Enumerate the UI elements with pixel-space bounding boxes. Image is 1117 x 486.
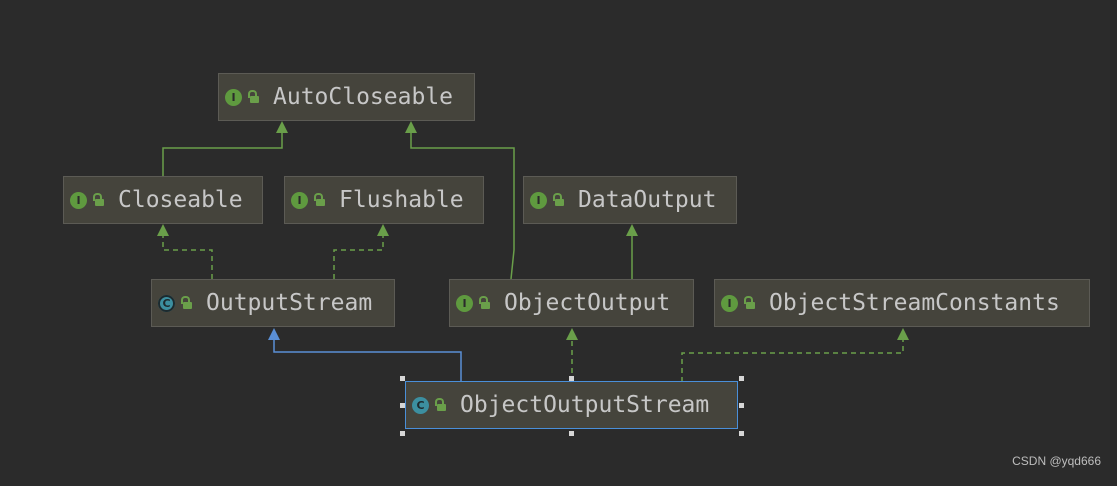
arrow-flushable bbox=[377, 224, 389, 236]
selection-handle-top-right[interactable] bbox=[739, 376, 744, 381]
public-lock-icon bbox=[434, 397, 448, 413]
watermark: CSDN @yqd666 bbox=[1012, 454, 1101, 468]
arrow-outputstream bbox=[268, 328, 280, 340]
public-lock-icon bbox=[743, 295, 757, 311]
selection-handle-top-left[interactable] bbox=[400, 376, 405, 381]
node-objectoutputstream[interactable]: C ObjectOutputStream bbox=[405, 381, 738, 429]
selection-handle-middle-right[interactable] bbox=[739, 403, 744, 408]
node-label: ObjectOutput bbox=[504, 290, 671, 316]
node-label: DataOutput bbox=[578, 187, 717, 213]
edge-objectoutput-autocloseable bbox=[410, 132, 515, 280]
abstract-class-icon: C bbox=[158, 294, 175, 312]
node-label: Flushable bbox=[339, 187, 464, 213]
public-lock-icon bbox=[552, 192, 566, 208]
edge-outputstream-closeable bbox=[162, 235, 213, 279]
edge-outputstream-flushable bbox=[333, 235, 384, 279]
node-outputstream[interactable]: C OutputStream bbox=[151, 279, 395, 327]
node-label: AutoCloseable bbox=[273, 84, 454, 110]
edge-closeable-autocloseable bbox=[162, 132, 283, 176]
node-label: ObjectStreamConstants bbox=[769, 290, 1060, 316]
selection-handle-bottom-right[interactable] bbox=[739, 431, 744, 436]
edge-objectoutputstream-objectstreamconstants bbox=[681, 339, 904, 382]
selection-handle-bottom-middle[interactable] bbox=[569, 431, 574, 436]
selection-handle-top-middle[interactable] bbox=[569, 376, 574, 381]
interface-icon: I bbox=[225, 88, 242, 106]
node-label: Closeable bbox=[118, 187, 243, 213]
node-closeable[interactable]: I Closeable bbox=[63, 176, 263, 224]
selection-handle-middle-left[interactable] bbox=[400, 403, 405, 408]
selection-handle-bottom-left[interactable] bbox=[400, 431, 405, 436]
public-lock-icon bbox=[180, 295, 194, 311]
node-flushable[interactable]: I Flushable bbox=[284, 176, 484, 224]
public-lock-icon bbox=[247, 89, 261, 105]
interface-icon: I bbox=[530, 191, 547, 209]
interface-icon: I bbox=[70, 191, 87, 209]
arrow-objectstreamconstants bbox=[897, 328, 909, 340]
class-icon: C bbox=[412, 396, 429, 414]
arrow-autocloseable-left bbox=[276, 121, 288, 133]
node-dataoutput[interactable]: I DataOutput bbox=[523, 176, 737, 224]
arrow-closeable bbox=[157, 224, 169, 236]
node-label: ObjectOutputStream bbox=[460, 392, 710, 418]
arrow-objectoutput bbox=[566, 328, 578, 340]
public-lock-icon bbox=[478, 295, 492, 311]
public-lock-icon bbox=[313, 192, 327, 208]
node-autocloseable[interactable]: I AutoCloseable bbox=[218, 73, 475, 121]
node-objectoutput[interactable]: I ObjectOutput bbox=[449, 279, 694, 327]
arrow-autocloseable-right bbox=[405, 121, 417, 133]
node-objectstreamconstants[interactable]: I ObjectStreamConstants bbox=[714, 279, 1090, 327]
edge-objectoutputstream-outputstream bbox=[273, 339, 462, 382]
interface-icon: I bbox=[721, 294, 738, 312]
public-lock-icon bbox=[92, 192, 106, 208]
arrow-dataoutput bbox=[626, 224, 638, 236]
interface-icon: I bbox=[291, 191, 308, 209]
interface-icon: I bbox=[456, 294, 473, 312]
node-label: OutputStream bbox=[206, 290, 373, 316]
